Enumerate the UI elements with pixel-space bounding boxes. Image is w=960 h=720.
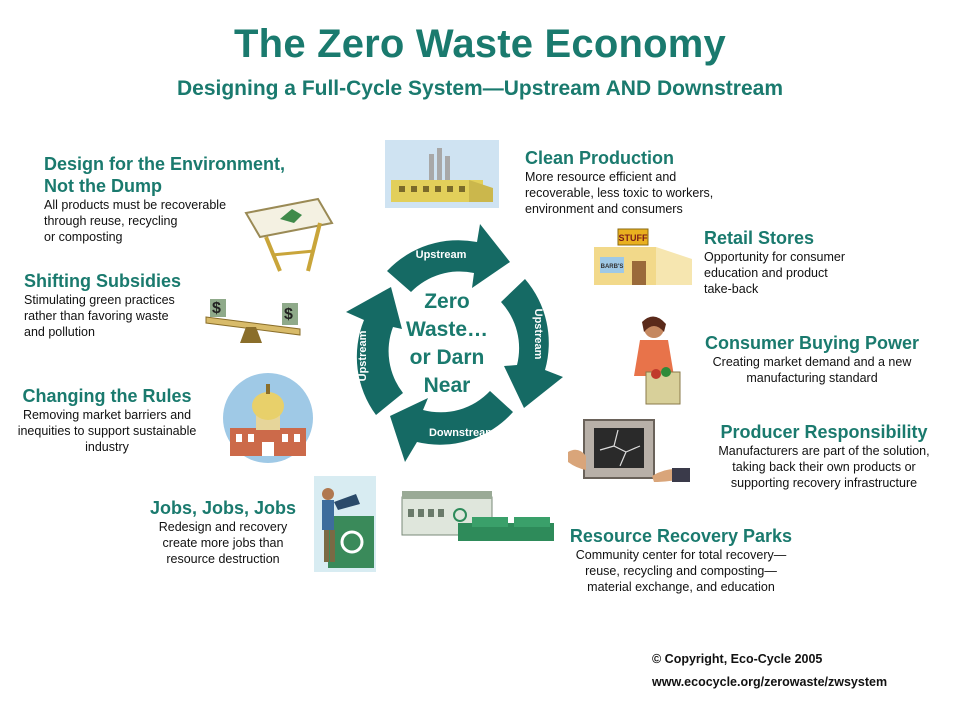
store-window-text: BARB'S xyxy=(601,264,624,270)
broken-monitor-icon xyxy=(568,419,690,482)
item-producer: Producer Responsibility Manufacturers ar… xyxy=(718,422,930,490)
cycle-label-top: Upstream xyxy=(416,249,467,261)
cycle-arrows: Upstream Upstream Downstream Upstream xyxy=(346,224,563,462)
item-retail: Retail Stores Opportunity for consumer e… xyxy=(704,228,846,296)
arrow-right xyxy=(501,279,563,408)
svg-text:$: $ xyxy=(212,300,221,317)
item-clean-production: Clean Production More resource efficient… xyxy=(525,148,714,216)
item-subsidies: Shifting Subsidies Stimulating green pra… xyxy=(24,271,182,339)
svg-text:$: $ xyxy=(284,306,293,323)
center-label: Zero Waste… or Darn Near xyxy=(405,290,489,397)
store-icon: STUFF BARB'S xyxy=(594,228,692,285)
arrow-bottom xyxy=(390,391,513,462)
item-rules: Changing the Rules Removing market barri… xyxy=(17,386,197,454)
arrow-left xyxy=(346,287,403,415)
item-design: Design for the Environment, Not the Dump… xyxy=(44,154,286,244)
factory-icon xyxy=(385,140,499,208)
arrow-top xyxy=(387,224,510,292)
shopper-icon xyxy=(634,316,681,405)
source-url: www.ecocycle.org/zerowaste/zwsystem xyxy=(652,675,888,689)
item-jobs: Jobs, Jobs, Jobs Redesign and recovery c… xyxy=(149,498,297,566)
item-recovery-parks: Resource Recovery Parks Community center… xyxy=(569,526,793,594)
cycle-label-bottom: Downstream xyxy=(429,427,495,439)
capitol-building-icon xyxy=(223,373,313,463)
recovery-park-icon xyxy=(401,491,554,541)
item-consumer: Consumer Buying Power Creating market de… xyxy=(704,333,920,385)
cycle-label-right: Upstream xyxy=(532,309,544,360)
page-subtitle: Designing a Full-Cycle System—Upstream A… xyxy=(176,77,784,100)
drafting-table-icon xyxy=(244,197,334,272)
cycle-label-left: Upstream xyxy=(357,330,369,381)
recycling-worker-icon xyxy=(314,476,376,572)
store-sign: STUFF xyxy=(619,233,648,243)
page-title: The Zero Waste Economy xyxy=(234,22,726,66)
copyright-text: © Copyright, Eco-Cycle 2005 xyxy=(652,652,823,666)
seesaw-scale-icon: $ $ xyxy=(205,299,301,343)
